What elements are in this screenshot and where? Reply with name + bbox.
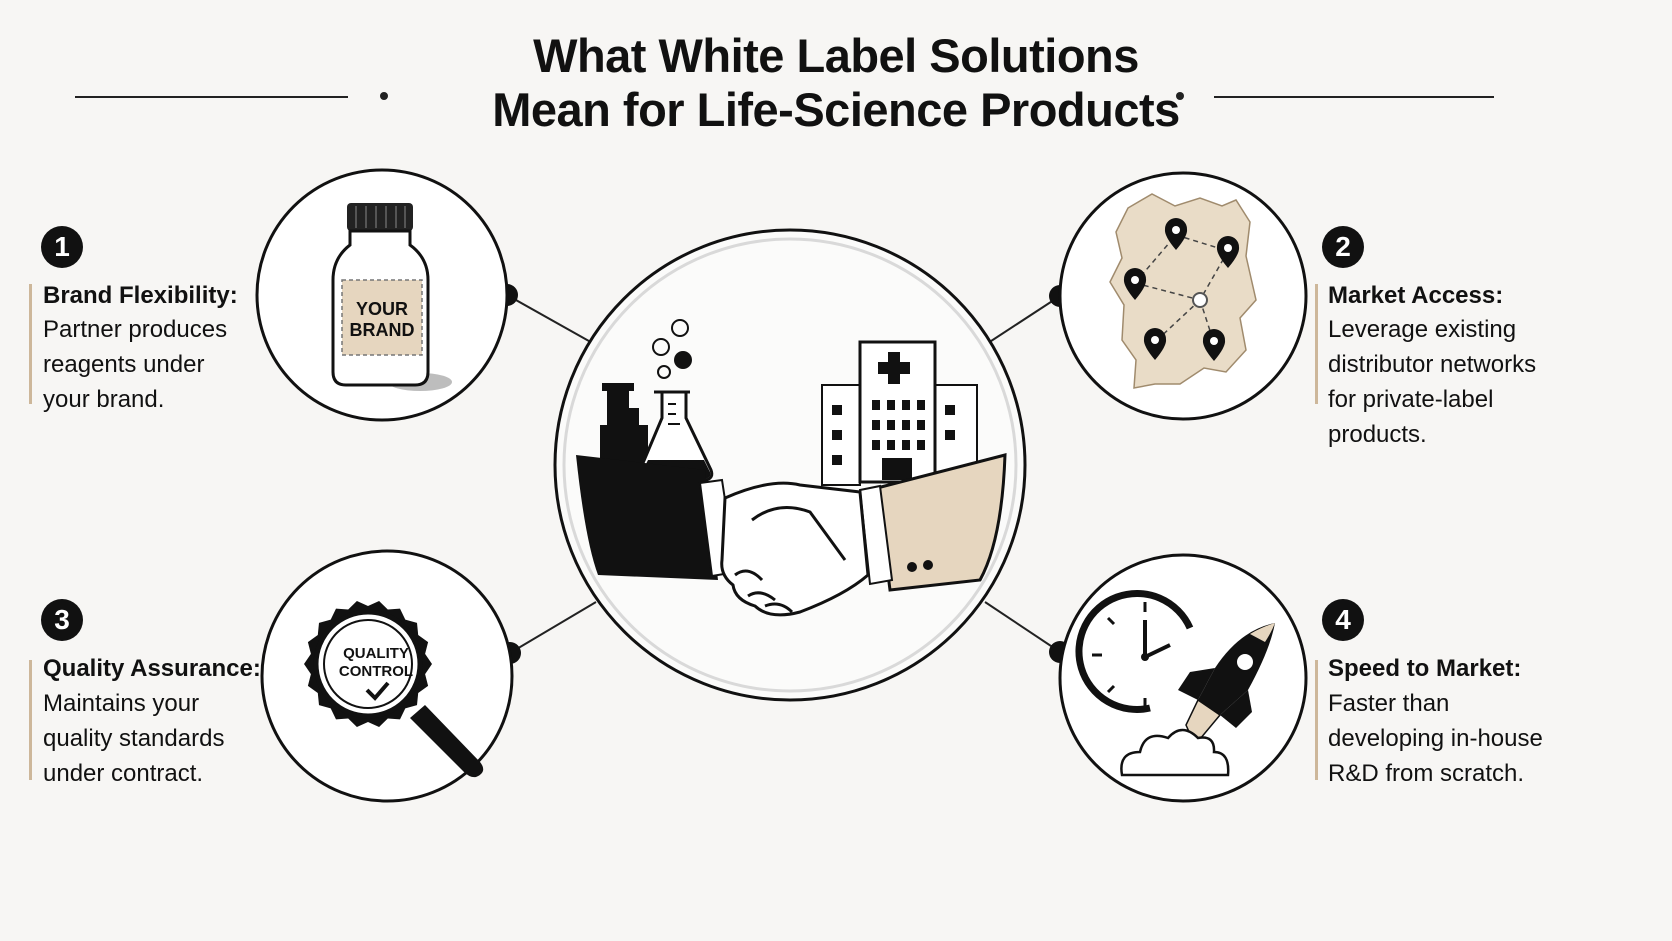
quality-control-magnifier-icon: QUALITY CONTROL bbox=[260, 549, 514, 803]
benefit-2-accent-bar bbox=[1315, 284, 1318, 404]
title-rule-left bbox=[75, 96, 348, 98]
page-title-line-1: What White Label Solutions bbox=[533, 29, 1139, 82]
benefit-4-line: R&D from scratch. bbox=[1328, 760, 1525, 787]
benefit-2-line: for private-label bbox=[1328, 386, 1494, 413]
title-rule-right bbox=[1214, 96, 1494, 98]
benefit-4-description: Faster than developing in-house R&D from… bbox=[1328, 686, 1543, 791]
benefit-3-line: under contract. bbox=[43, 760, 204, 787]
benefit-2-description: Leverage existing distributor networks f… bbox=[1328, 312, 1536, 452]
benefit-4-title: Speed to Market: bbox=[1328, 655, 1522, 682]
bottle-label-line-2: BRAND bbox=[350, 320, 415, 340]
cloud-icon bbox=[1120, 728, 1230, 777]
benefit-4-number-badge: 4 bbox=[1322, 599, 1364, 641]
title-dot-left bbox=[380, 92, 388, 100]
benefit-2-number-badge: 2 bbox=[1322, 226, 1364, 268]
hospital-icon bbox=[821, 340, 978, 486]
benefit-1-description: Partner produces reagents under your bra… bbox=[43, 312, 227, 417]
bottle-label-line-1: YOUR bbox=[356, 299, 408, 319]
reagent-bottle-icon: YOUR BRAND bbox=[255, 168, 509, 422]
title-dot-right bbox=[1176, 92, 1184, 100]
benefit-1-title: Brand Flexibility: bbox=[43, 282, 238, 309]
center-partnership-graphic bbox=[553, 228, 1027, 702]
benefit-2-line: Leverage existing bbox=[1328, 316, 1517, 343]
benefit-1-line: Partner produces bbox=[43, 316, 228, 343]
benefit-1-number-badge: 1 bbox=[41, 226, 83, 268]
benefit-3-title: Quality Assurance: bbox=[43, 655, 261, 682]
benefit-3-line: quality standards bbox=[43, 725, 225, 752]
quality-seal-line-2: CONTROL bbox=[339, 663, 413, 680]
benefit-1-accent-bar bbox=[29, 284, 32, 404]
quality-seal-line-1: QUALITY bbox=[343, 645, 409, 662]
connector-lines bbox=[506, 294, 1061, 654]
clock-rocket-icon bbox=[1058, 553, 1308, 803]
benefit-3-description: Maintains your quality standards under c… bbox=[43, 686, 224, 791]
benefit-3-line: Maintains your bbox=[43, 690, 200, 717]
benefit-3-number-badge: 3 bbox=[41, 599, 83, 641]
benefit-3-accent-bar bbox=[29, 660, 32, 780]
benefit-4-accent-bar bbox=[1315, 660, 1318, 780]
benefit-1-line: your brand. bbox=[43, 386, 165, 413]
handshake-icon bbox=[576, 453, 1007, 617]
benefit-2-line: products. bbox=[1328, 421, 1427, 448]
benefit-1-line: reagents under bbox=[43, 351, 205, 378]
page-title-line-2: Mean for Life-Science Products bbox=[492, 83, 1180, 136]
benefit-4-line: Faster than bbox=[1328, 690, 1450, 717]
distribution-map-icon bbox=[1058, 171, 1308, 421]
benefit-4-line: developing in-house bbox=[1328, 725, 1543, 752]
benefit-2-title: Market Access: bbox=[1328, 282, 1504, 309]
clock-icon bbox=[1075, 590, 1194, 713]
benefit-2-line: distributor networks bbox=[1328, 351, 1537, 378]
